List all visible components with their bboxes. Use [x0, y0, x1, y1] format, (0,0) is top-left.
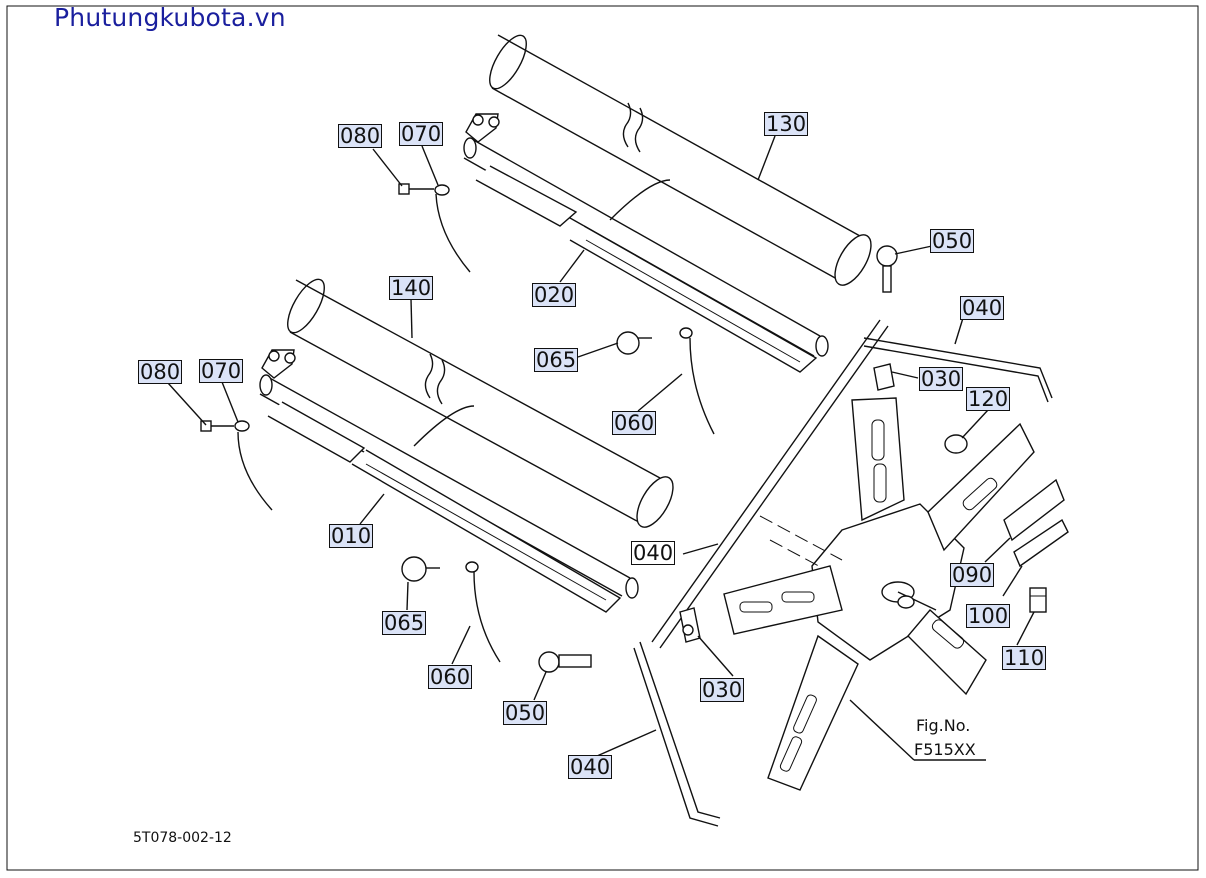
- top-bolt-050: [876, 245, 898, 293]
- callout-065-bottom[interactable]: 065: [382, 611, 427, 635]
- callout-100[interactable]: 100: [966, 604, 1011, 628]
- bolt-110: [1029, 587, 1047, 613]
- callout-060-top[interactable]: 060: [612, 411, 657, 435]
- bottom-arm-040: [633, 641, 721, 827]
- reel-spoke-down: [767, 634, 859, 791]
- figure-number: F515XX: [914, 740, 976, 759]
- callout-070-top[interactable]: 070: [399, 122, 444, 146]
- reel-spoke-right: [927, 422, 1035, 552]
- callout-140[interactable]: 140: [389, 276, 434, 300]
- callout-030-bottom[interactable]: 030: [700, 678, 745, 702]
- lower-roller-shaft: [259, 349, 639, 613]
- callout-110[interactable]: 110: [1002, 646, 1047, 670]
- site-title[interactable]: Phutungkubota.vn: [54, 3, 286, 32]
- upper-spring-070: [434, 184, 471, 273]
- upper-roller-shaft: [463, 113, 829, 373]
- leader-lines: [167, 135, 1035, 761]
- callout-050-bottom[interactable]: 050: [503, 701, 548, 725]
- frame-border: [6, 5, 1199, 871]
- callout-060-bottom[interactable]: 060: [428, 665, 473, 689]
- bottom-bolt-050: [538, 651, 592, 673]
- callout-050-top[interactable]: 050: [930, 229, 975, 253]
- knife-090: [1003, 478, 1065, 542]
- callout-040-mid[interactable]: 040: [631, 541, 676, 565]
- upper-stopper-065: [616, 331, 652, 355]
- callout-020[interactable]: 020: [532, 283, 577, 307]
- lower-bolt-080: [200, 420, 234, 432]
- callout-010[interactable]: 010: [329, 524, 374, 548]
- upper-roller-cover: [489, 34, 872, 286]
- right-arm-040: [863, 337, 1053, 403]
- callout-040-top[interactable]: 040: [960, 296, 1005, 320]
- bottom-bracket-030: [679, 607, 701, 643]
- callout-120[interactable]: 120: [966, 387, 1011, 411]
- callout-030-top[interactable]: 030: [919, 367, 964, 391]
- top-bracket-030: [873, 363, 895, 391]
- callout-080-left[interactable]: 080: [138, 360, 183, 384]
- callout-090[interactable]: 090: [950, 563, 995, 587]
- drawing-code: 5T078-002-12: [133, 830, 232, 846]
- reel-spoke-lower-right: [907, 608, 987, 696]
- lower-spring-070: [234, 420, 273, 511]
- lower-roller-cover: [287, 278, 674, 528]
- plate-100: [1013, 518, 1069, 568]
- figure-label: Fig.No.: [916, 716, 971, 735]
- lower-spring-060: [465, 561, 501, 663]
- callout-065-top[interactable]: 065: [534, 348, 579, 372]
- upper-spring-060: [679, 327, 715, 435]
- cap-120: [944, 434, 968, 454]
- callout-040-bottom[interactable]: 040: [568, 755, 613, 779]
- callout-080-top[interactable]: 080: [338, 124, 383, 148]
- lower-stopper-065: [401, 556, 440, 582]
- callout-130[interactable]: 130: [764, 112, 809, 136]
- reel-spoke-up: [851, 397, 905, 522]
- upper-bolt-080: [398, 183, 434, 195]
- callout-070-left[interactable]: 070: [199, 359, 244, 383]
- reel-spoke-left: [723, 565, 843, 635]
- long-arm-040: [651, 319, 889, 649]
